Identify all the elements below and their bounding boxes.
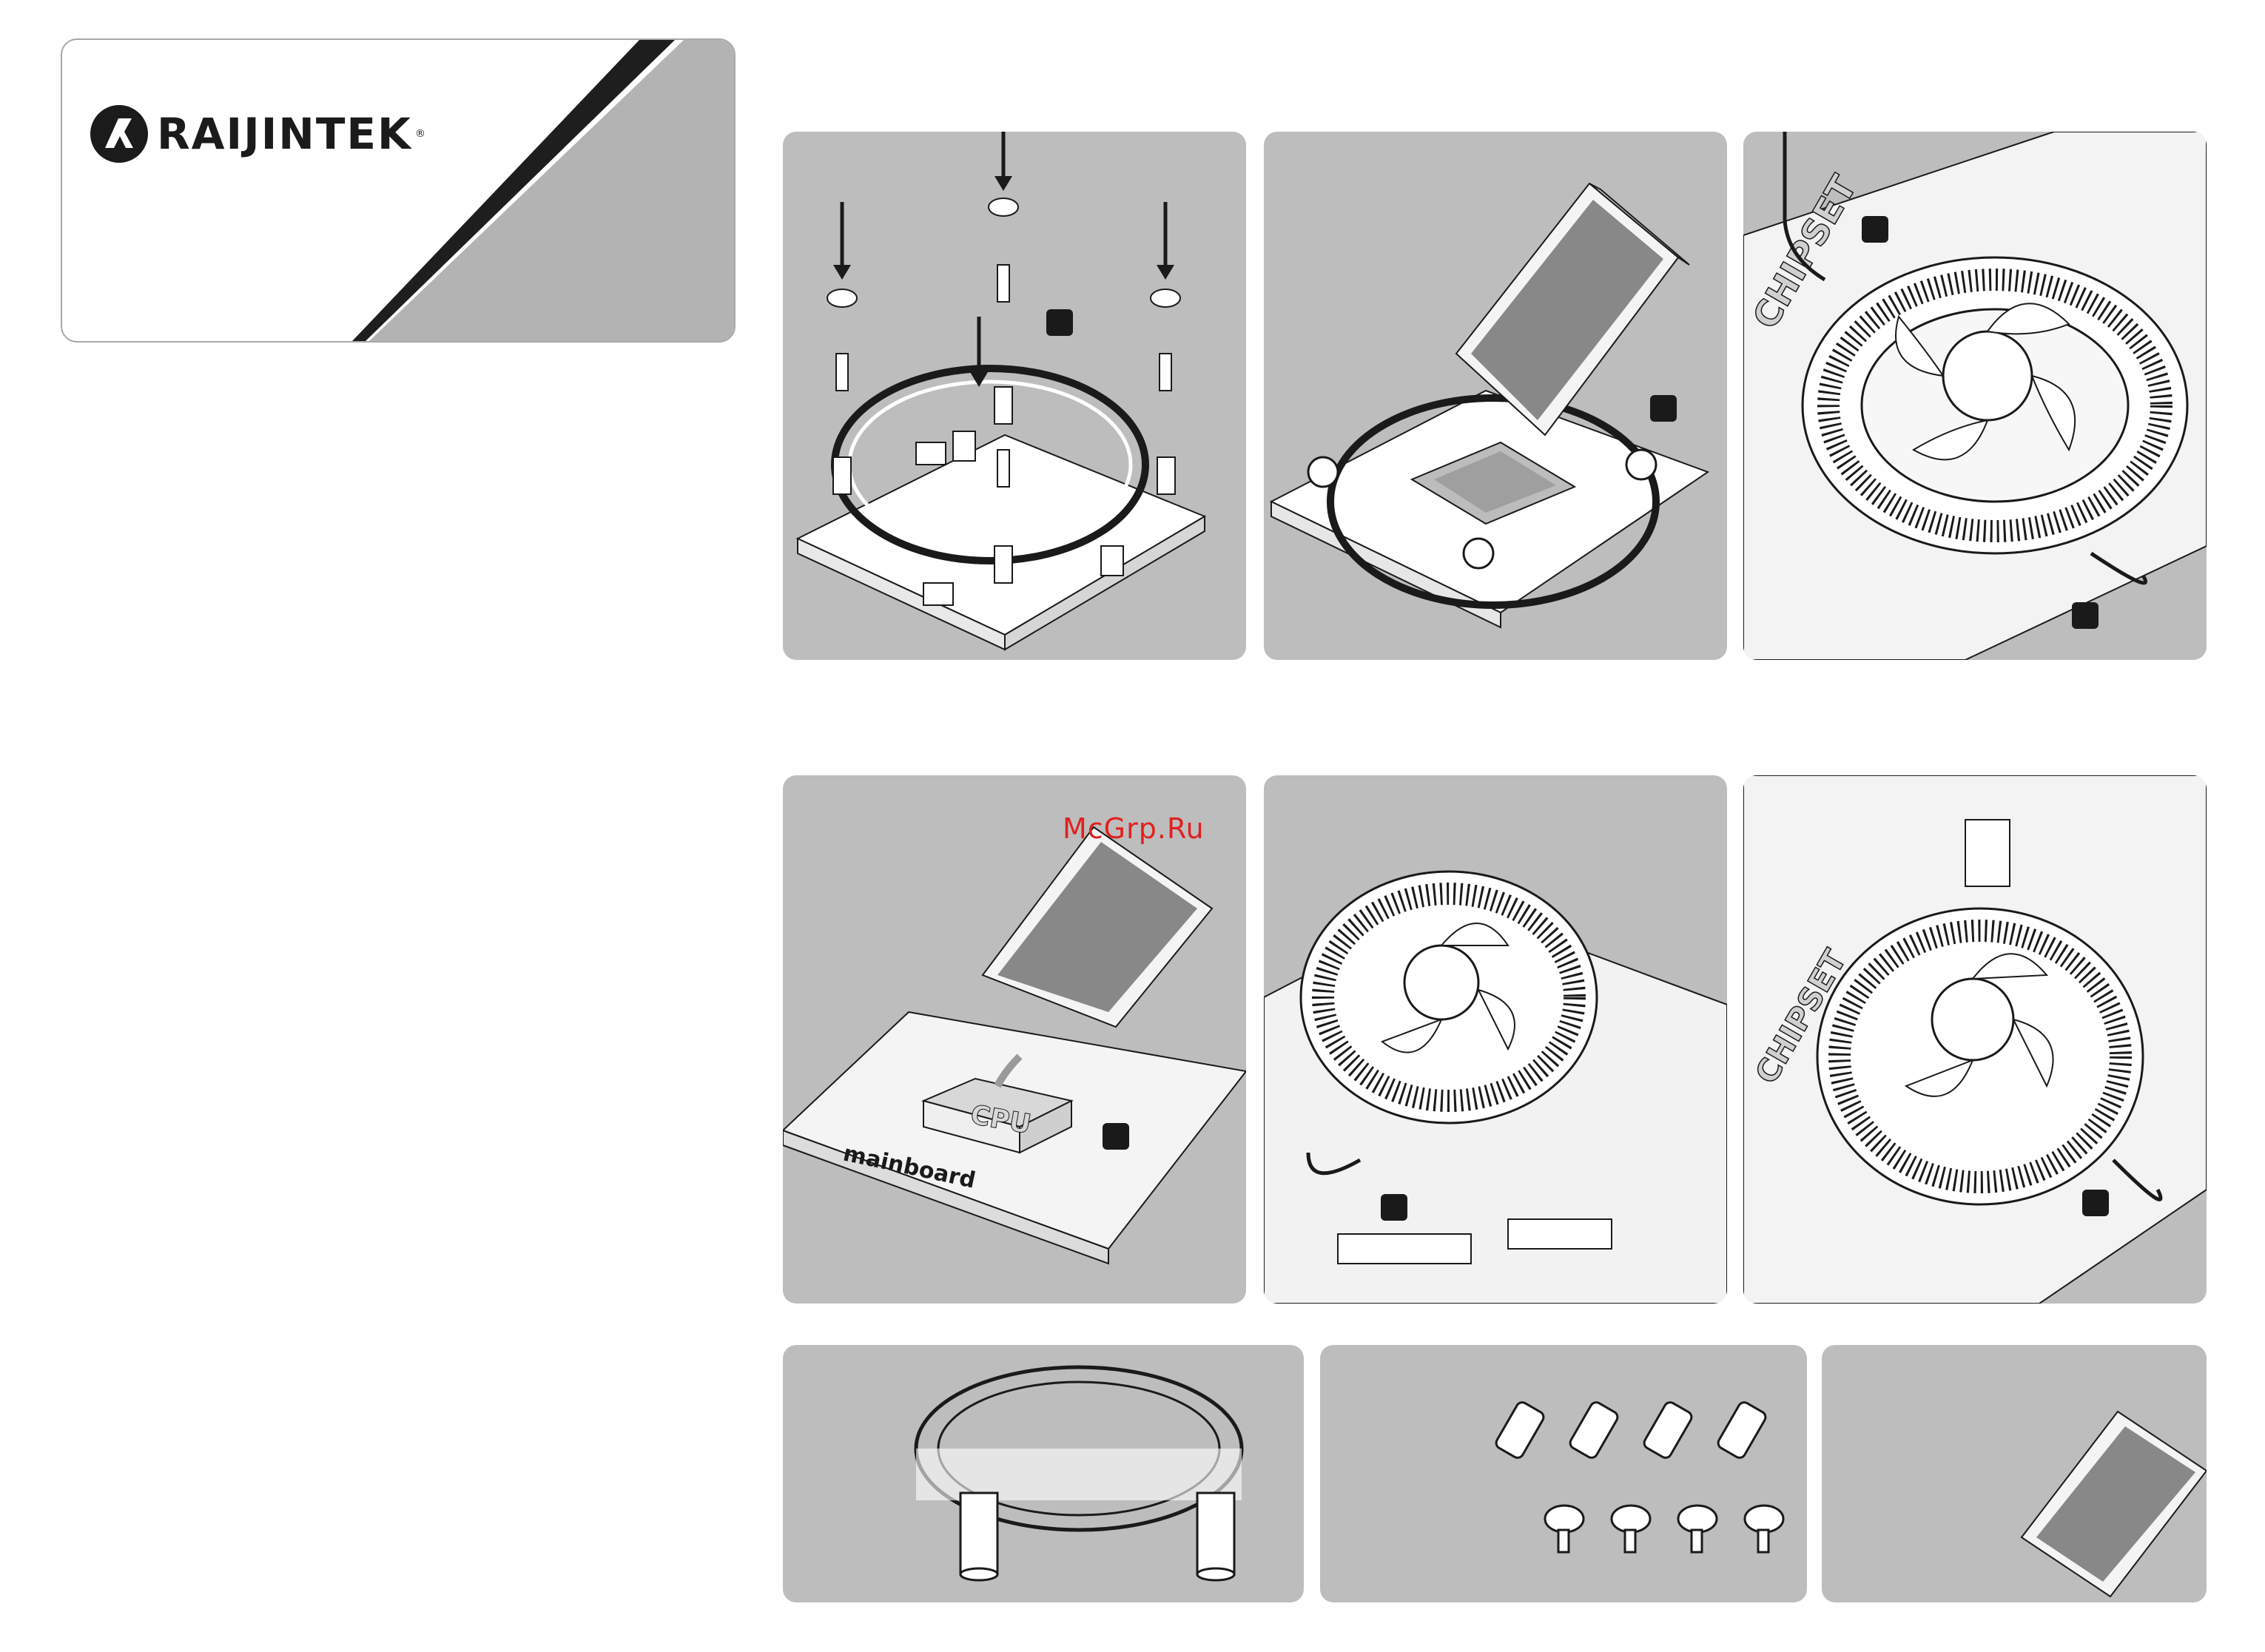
step-panel-install-backplate [783,132,1246,660]
step-marker [1046,309,1073,336]
illustration-cooler-locked: CHIPSET [1743,775,2207,1304]
illustration-backplate-standoffs [783,132,1246,660]
part-panel-screws [1320,1345,1807,1602]
step-marker [2082,1190,2109,1216]
part-panel-backplate [783,1345,1304,1602]
step-marker [1103,1123,1129,1150]
illustration-cpu-paste: CPU mainboard [783,775,1246,1304]
raijintek-emblem-icon [89,104,149,164]
step-panel-apply-paste-cpu: CPU mainboard [783,775,1246,1304]
step-marker [2072,602,2099,629]
illustration-screws-washers [1320,1345,1807,1602]
part-panel-thermal-paste [1822,1345,2207,1602]
watermark-text: McGrp.Ru [1063,812,1205,845]
illustration-cooler-install: CHIPSET [1743,132,2207,660]
step-panel-place-cooler [1264,775,1727,1304]
brand-card: RAIJINTEK ® [61,38,736,343]
illustration-cooler-placing [1264,775,1727,1304]
registered-mark: ® [415,128,425,140]
step-panel-remove-protective-film [1264,132,1727,660]
step-marker [1650,395,1677,422]
illustration-thermal-paste [1822,1345,2207,1602]
step-panel-mount-cooler: CHIPSET [1743,132,2207,660]
brand-logo: RAIJINTEK ® [89,104,425,164]
step-marker [1381,1194,1407,1221]
step-marker [1862,216,1888,243]
step-panel-lock-cooler: CHIPSET [1743,775,2207,1304]
illustration-backplate-ring [783,1345,1304,1602]
brand-name: RAIJINTEK [157,109,412,159]
brand-card-stripes [62,40,734,341]
